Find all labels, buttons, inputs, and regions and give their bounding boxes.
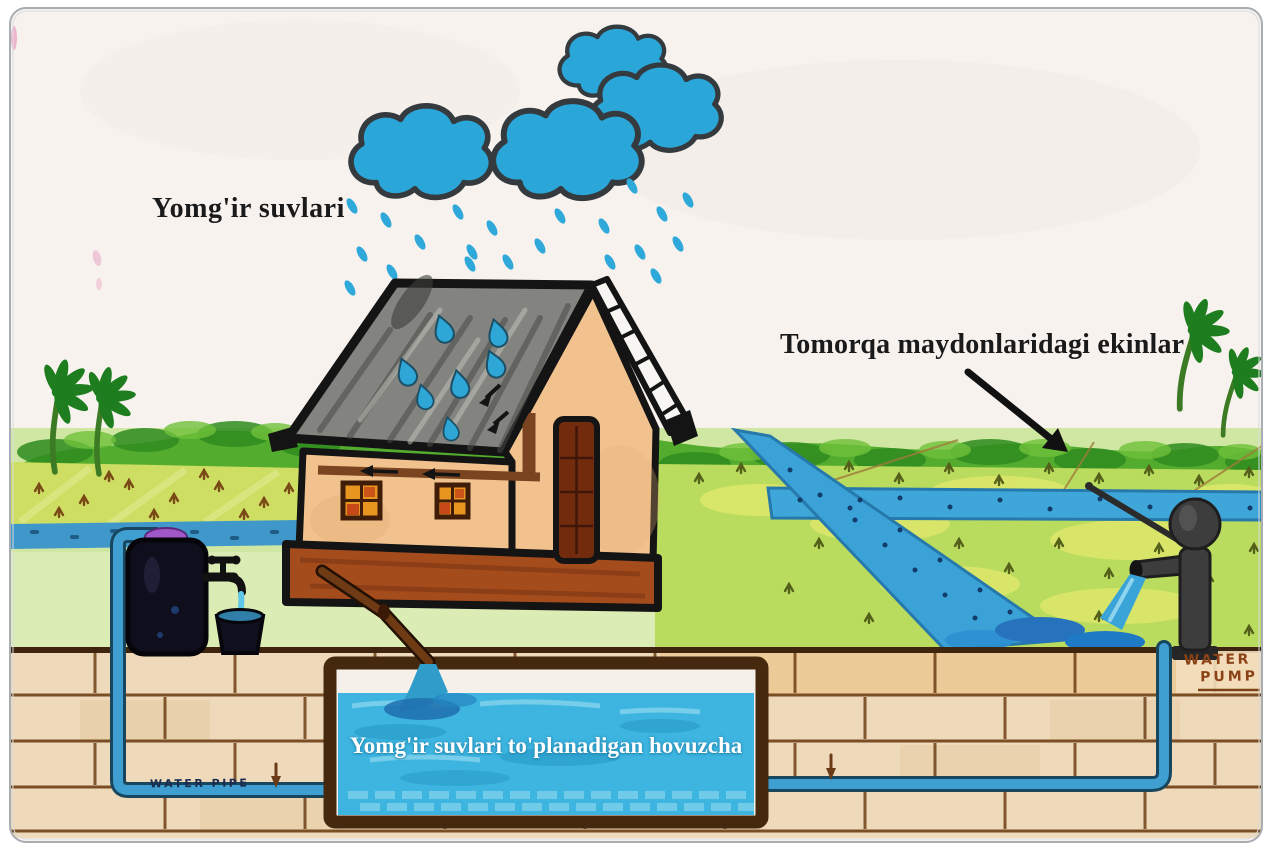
crops-label: Tomorqa maydonlaridagi ekinlar bbox=[780, 329, 1185, 360]
water-pump-label-line1: WATER bbox=[1183, 651, 1251, 669]
house bbox=[268, 274, 698, 612]
photo-border-inner bbox=[12, 10, 1260, 840]
left-field bbox=[10, 462, 300, 528]
water-tank bbox=[125, 527, 266, 657]
pump-body bbox=[1178, 546, 1212, 652]
house-door bbox=[553, 416, 600, 564]
pool-border bbox=[323, 656, 769, 829]
water-pipe-right bbox=[744, 640, 1172, 792]
house-roof bbox=[268, 274, 698, 457]
water-pipe-left bbox=[110, 527, 346, 798]
house-foundation bbox=[282, 540, 662, 612]
pool-tile-texture bbox=[348, 791, 754, 811]
roof-eave-band bbox=[589, 276, 698, 446]
house-window-left bbox=[340, 480, 383, 521]
roof-gutter bbox=[317, 413, 541, 482]
rain-water-label: Yomg'ir suvlari bbox=[152, 193, 345, 224]
bucket bbox=[214, 608, 266, 655]
crops-arrow bbox=[964, 368, 1068, 452]
water-pipe-label: WATER PIPE bbox=[149, 776, 250, 791]
water-pump bbox=[1085, 482, 1222, 660]
storage-pool bbox=[323, 656, 769, 829]
photo-border bbox=[9, 7, 1263, 843]
pump-handle bbox=[1087, 484, 1181, 543]
flow-arrows-roof bbox=[479, 383, 510, 434]
pool-label: Yomg'ir suvlari to'planadigan hovuzcha bbox=[349, 733, 743, 758]
irrigation-canals bbox=[730, 427, 1262, 653]
water-pump-label-line2: PUMP bbox=[1200, 668, 1259, 686]
pool-inflow-pipe bbox=[315, 564, 477, 720]
house-window-right bbox=[434, 482, 471, 520]
